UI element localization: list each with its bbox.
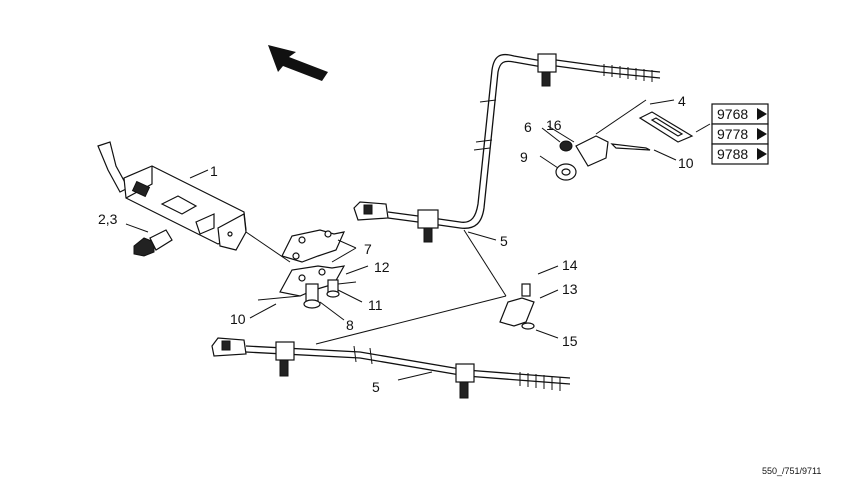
label-part-10-right: 10 [678,155,694,171]
reference-box-1[interactable]: 9768 [711,103,769,125]
label-part-11: 11 [368,297,383,313]
bolt [133,229,173,257]
lower-cable [211,337,571,399]
split-pin [257,295,301,301]
label-part-13: 13 [562,281,578,297]
label-part-5-upper: 5 [500,233,508,249]
label-part-8: 8 [346,317,354,333]
clevis-pin-11 [326,279,357,298]
label-part-2-3: 2,3 [98,211,118,227]
reference-label-1: 9768 [717,106,748,122]
bracket-upper [281,229,346,263]
play-triangle-icon [757,128,767,140]
label-part-10-left: 10 [230,311,246,327]
clevis-assembly [555,111,694,181]
label-part-5-lower: 5 [372,379,380,395]
drawing-code: 550_/751/9711 [762,466,821,476]
cable-clip [499,283,535,330]
reference-label-3: 9788 [717,146,748,162]
reference-box-3[interactable]: 9788 [711,143,769,165]
label-part-7: 7 [364,241,372,257]
hand-brake-lever [97,141,291,263]
label-part-15: 15 [562,333,578,349]
label-part-12: 12 [374,259,390,275]
upper-cable [353,53,661,243]
label-part-14: 14 [562,257,578,273]
reference-box-2[interactable]: 9778 [711,123,769,145]
play-triangle-icon [757,148,767,160]
label-part-4: 4 [678,93,686,109]
label-part-9: 9 [520,149,528,165]
direction-arrow-icon [268,45,328,81]
clevis-pin-8 [303,283,321,309]
label-part-16: 16 [546,117,562,133]
label-part-6: 6 [524,119,532,135]
bracket-lower [279,265,346,297]
reference-label-2: 9778 [717,126,748,142]
label-part-1: 1 [210,163,218,179]
play-triangle-icon [757,108,767,120]
